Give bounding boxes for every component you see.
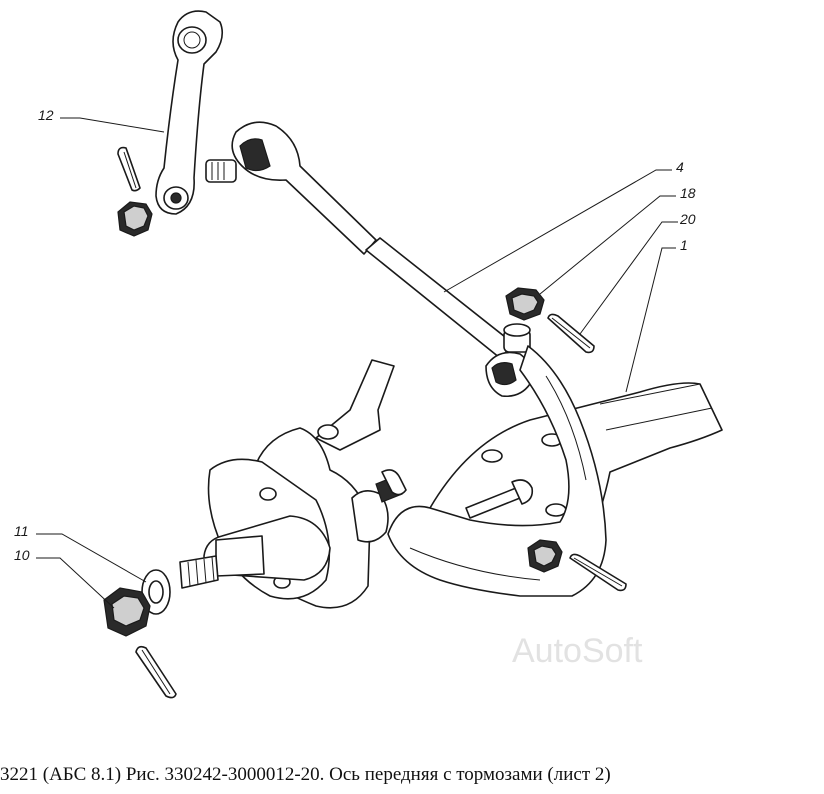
- castle-nut-top: [117, 201, 153, 237]
- callout-18: 18: [680, 185, 696, 201]
- castle-nut-18: [505, 287, 545, 321]
- cotter-pin-lower: [569, 553, 627, 592]
- control-arm: [387, 345, 607, 597]
- castle-nut-10: [103, 587, 151, 637]
- cotter-pin-top: [117, 146, 141, 192]
- ball-stud: [503, 323, 531, 353]
- callout-1: 1: [680, 237, 688, 253]
- arm-bolt: [465, 479, 534, 519]
- leader-lines: [36, 117, 678, 609]
- callout-20: 20: [679, 211, 696, 227]
- washer-11: [141, 569, 171, 615]
- castle-nut-lower: [527, 539, 563, 573]
- callout-10: 10: [14, 547, 30, 563]
- pitman-arm: [155, 10, 224, 215]
- cotter-pin-20: [547, 313, 595, 354]
- callout-4: 4: [676, 159, 684, 175]
- tie-rod: [205, 121, 533, 398]
- callout-11: 11: [14, 523, 29, 539]
- cotter-pin-bottom: [135, 645, 177, 699]
- figure-caption: 3221 (АБС 8.1) Рис. 330242-3000012-20. О…: [0, 764, 611, 785]
- callout-12: 12: [38, 107, 54, 123]
- watermark: AutoSoft: [512, 632, 643, 670]
- steering-knuckle: [179, 359, 407, 609]
